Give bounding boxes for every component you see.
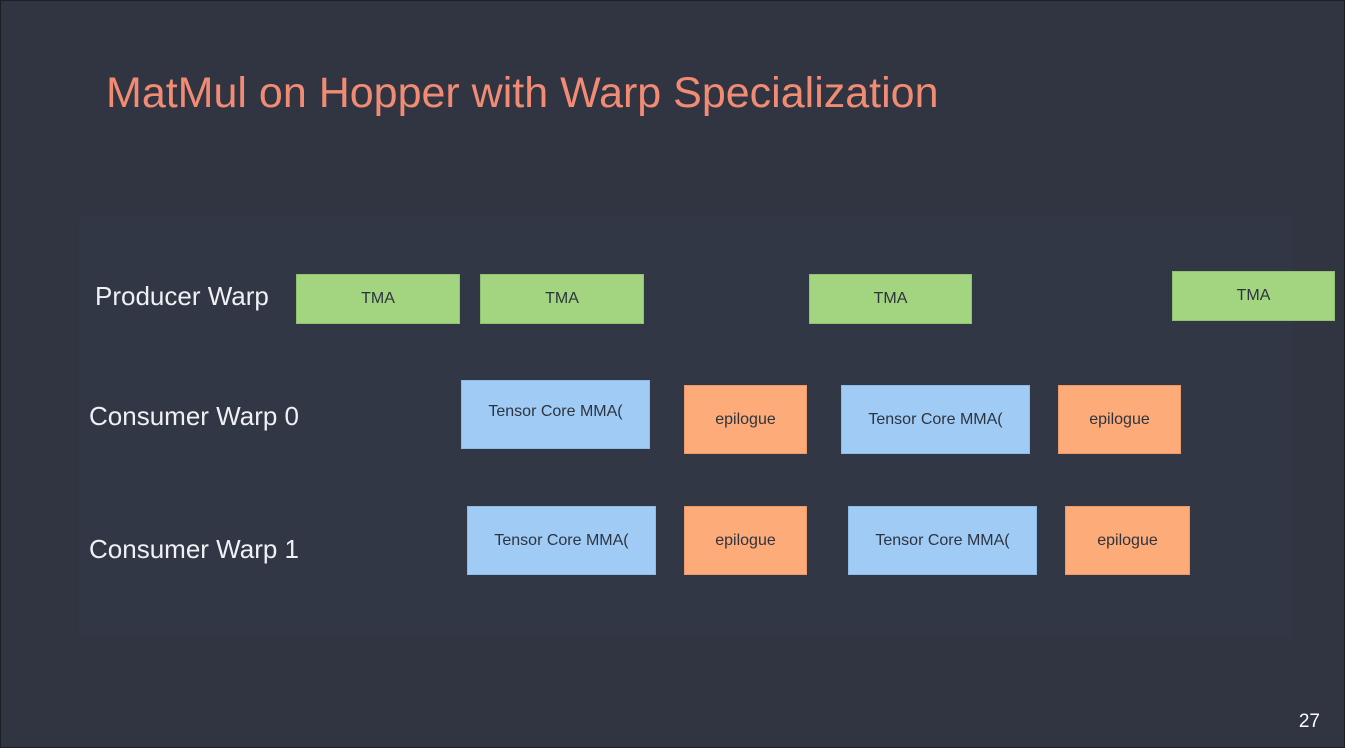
tensor-core-mma-block: Tensor Core MMA( [848,506,1037,575]
epilogue-block: epilogue [1065,506,1190,575]
epilogue-block: epilogue [684,506,807,575]
tensor-core-mma-block: Tensor Core MMA( [467,506,656,575]
epilogue-block: epilogue [1058,385,1181,454]
tma-block: TMA [809,274,972,324]
tma-block: TMA [1172,271,1335,321]
tensor-core-mma-block: Tensor Core MMA( [461,380,650,449]
slide-title: MatMul on Hopper with Warp Specializatio… [106,69,939,117]
page-number: 27 [1298,711,1320,732]
tma-block: TMA [480,274,644,324]
producer-warp-label: Producer Warp [95,281,269,311]
epilogue-block: epilogue [684,385,807,454]
tma-block: TMA [296,274,460,324]
consumer-warp-0-label: Consumer Warp 0 [89,401,299,431]
tensor-core-mma-block: Tensor Core MMA( [841,385,1030,454]
consumer-warp-1-label: Consumer Warp 1 [89,534,299,564]
